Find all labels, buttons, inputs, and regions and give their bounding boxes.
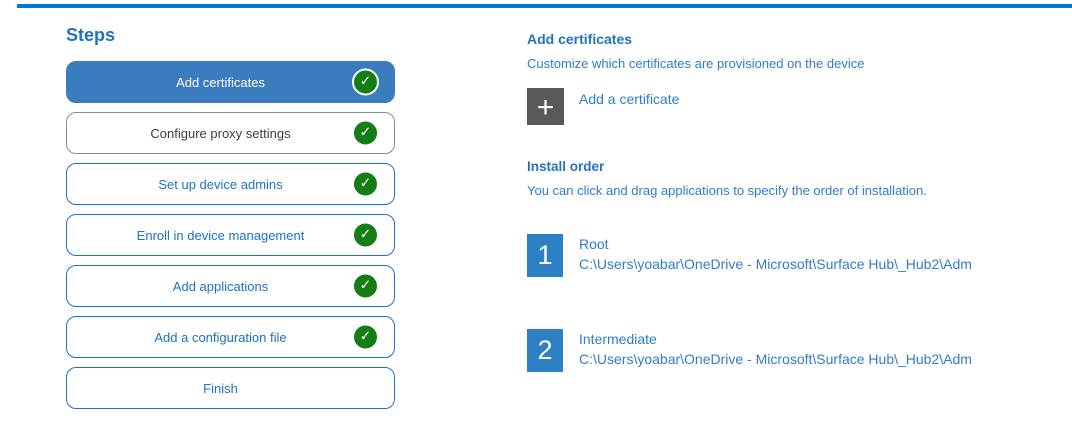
install-order-number-tile: 2 (527, 329, 563, 372)
step-completed-badge: ✓ (352, 170, 379, 198)
content-panel: Add certificates Customize which certifi… (527, 31, 1072, 424)
check-icon: ✓ (359, 175, 372, 192)
step-button-configure-proxy-settings[interactable]: Configure proxy settings ✓ (66, 112, 395, 154)
steps-list: Add certificates ✓ Configure proxy setti… (66, 61, 395, 409)
install-item-text: Intermediate C:\Users\yoabar\OneDrive - … (579, 329, 972, 369)
step-label: Finish (203, 380, 238, 396)
step-button-add-certificates[interactable]: Add certificates ✓ (66, 61, 395, 103)
install-item-text: Root C:\Users\yoabar\OneDrive - Microsof… (579, 234, 972, 274)
step-completed-badge: ✓ (352, 221, 379, 249)
install-order-number-tile: 1 (527, 234, 563, 277)
step-label: Add applications (172, 278, 269, 294)
step-label: Set up device admins (158, 176, 283, 192)
plus-icon: + (536, 90, 555, 124)
check-icon: ✓ (359, 328, 372, 345)
page-title: Add certificates (527, 31, 633, 47)
step-completed-badge: ✓ (352, 323, 379, 351)
add-certificate-button[interactable]: + (527, 88, 564, 125)
step-label: Enroll in device management (136, 227, 305, 243)
step-button-add-applications[interactable]: Add applications ✓ (66, 265, 395, 307)
steps-panel: Steps Add certificates ✓ Configure proxy… (66, 25, 395, 418)
step-label: Add certificates (176, 74, 265, 90)
check-icon: ✓ (359, 73, 372, 90)
install-order-description: You can click and drag applications to s… (527, 183, 927, 198)
install-item-name: Intermediate (579, 331, 657, 347)
step-button-add-a-configuration-file[interactable]: Add a configuration file ✓ (66, 316, 395, 358)
page-description: Customize which certificates are provisi… (527, 56, 865, 71)
install-order-list: 1 Root C:\Users\yoabar\OneDrive - Micros… (527, 234, 1072, 372)
check-icon: ✓ (359, 124, 372, 141)
check-icon: ✓ (359, 226, 372, 243)
install-order-number: 2 (537, 335, 553, 365)
install-item-path: C:\Users\yoabar\OneDrive - Microsoft\Sur… (579, 256, 972, 272)
install-item-name: Root (579, 236, 609, 252)
add-certificate-label[interactable]: Add a certificate (579, 91, 680, 107)
accent-divider-line (17, 4, 1072, 8)
check-icon: ✓ (359, 277, 372, 294)
install-order-number: 1 (537, 240, 553, 270)
install-order-title: Install order (527, 159, 605, 174)
install-order-item[interactable]: 1 Root C:\Users\yoabar\OneDrive - Micros… (527, 234, 1072, 277)
step-label: Configure proxy settings (150, 125, 291, 141)
step-completed-badge: ✓ (352, 272, 379, 300)
install-order-section: Install order You can click and drag app… (527, 159, 1072, 372)
step-button-enroll-in-device-management[interactable]: Enroll in device management ✓ (66, 214, 395, 256)
steps-panel-title: Steps (66, 25, 116, 45)
step-completed-badge: ✓ (352, 119, 379, 147)
step-completed-badge: ✓ (352, 68, 379, 96)
step-button-finish[interactable]: Finish (66, 367, 395, 409)
install-order-item[interactable]: 2 Intermediate C:\Users\yoabar\OneDrive … (527, 329, 1072, 372)
step-button-set-up-device-admins[interactable]: Set up device admins ✓ (66, 163, 395, 205)
step-label: Add a configuration file (154, 329, 287, 345)
add-certificate-row: + Add a certificate (527, 88, 1072, 125)
install-item-path: C:\Users\yoabar\OneDrive - Microsoft\Sur… (579, 351, 972, 367)
